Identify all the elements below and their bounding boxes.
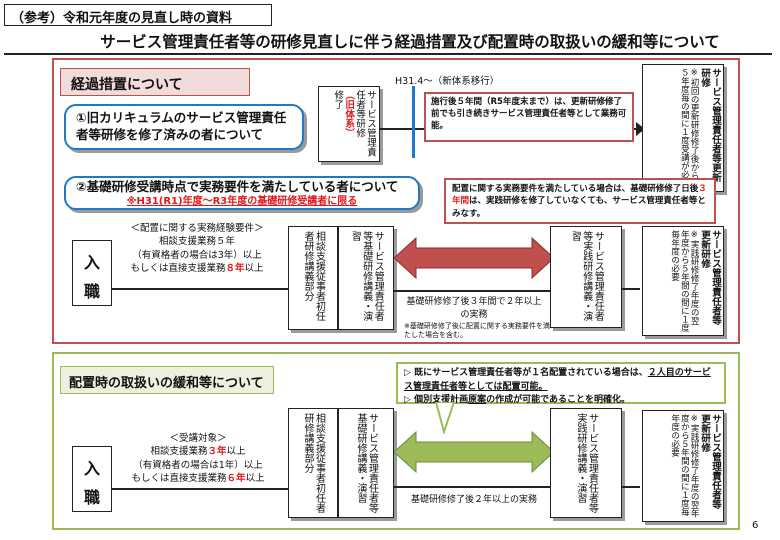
requirement-title-2: ＜受講対象＞ (169, 433, 227, 444)
relaxation-callout: ▷ 既にサービス管理責任者等が１名配置されている場合は、２人目のサービス管理責任… (396, 362, 726, 405)
basic-training-label-2: サービス管理責任者等基礎研修講義・演習 (355, 413, 378, 513)
h31-marker (412, 86, 415, 158)
old-system-tail: 修了 (332, 90, 344, 109)
requirement-line3a-2: もしくは直接支援業務 (131, 472, 227, 484)
initial-training-label-1: 相談支援従事者初任者研修講義部分 (302, 231, 325, 321)
practical-arrow-2 (622, 486, 640, 488)
bullet2-c: の作成が可能であることを明確化。 (486, 395, 631, 405)
case1-label: ①旧カリキュラムのサービス管理責任者等研修を修了済みの者について (64, 104, 304, 150)
note2-text-b: は、実践研修を修了していなくても、サービス管理責任者等とみなす。 (452, 196, 706, 219)
reference-tag: （参考）令和元年度の見直し時の資料 (4, 4, 272, 26)
update-training-label-1: サービス管理責任者等更新研修 (699, 68, 721, 182)
requirement-line3red-1: ８年 (225, 262, 245, 274)
practical-training-label-2: サービス管理責任者等実践研修講義・演習 (575, 413, 598, 513)
basic-training-box-2: サービス管理責任者等基礎研修講義・演習 (338, 408, 394, 518)
old-system-box: サービス管理責任者等研修 （旧体系） 修了 (318, 86, 380, 162)
case2-arrow-line (394, 290, 550, 292)
update-training-note-1: ※初回の更新研修修了後から５年度毎の間に１度受講が必要 (679, 68, 700, 187)
note2-text-red: ３年間 (452, 184, 707, 207)
old-system-label: サービス管理責任者等研修 (354, 90, 376, 157)
requirement-title-1: ＜配置に関する実務経験要件＞ (130, 223, 264, 234)
gap-note-1: ※基礎研修修了後に配置に関する実務要件を満たした場合を含む。 (404, 322, 550, 340)
bullet1-a: 既にサービス管理責任者等が１名配置されている場合は、 (414, 368, 648, 378)
case1-arrow-head (636, 122, 645, 136)
requirement-line3a-1: もしくは直接支援業務 (130, 262, 226, 274)
requirement-line2-2: （有資格者の場合は1年）以上 (133, 459, 263, 471)
requirement-line1red-2: ３年 (207, 446, 227, 458)
update-training-note-2: ※実践研修修了年度の翌年度から５年間の間に１度毎年度の必要 (669, 230, 700, 332)
update-training-box-3: サービス管理責任者等更新研修 ※実践研修修了年度の翌年度から５年間の間に１度毎年… (642, 410, 724, 522)
note2-callout: 配置に関する実務要件を満たしている場合は、基礎研修修了日後３年間は、実践研修を修… (444, 178, 716, 224)
bullet2-a: 個別支援計画 (414, 395, 469, 405)
case2-subtitle: ※H31(R1)年度～R3年度の基礎研修受講者に限る (126, 196, 358, 208)
update-training-note-3: ※実践研修修了年度の翌年度から５年間の間に１度毎年度の必要 (669, 414, 700, 518)
update-training-box-1: サービス管理責任者等更新研修 ※初回の更新研修修了後から５年度毎の間に１度受講が… (642, 64, 724, 192)
practical-training-box-1: サービス管理責任者等実践研修講義・演習 (550, 226, 622, 328)
hire-arrow-2 (112, 488, 288, 490)
section1-heading: 経過措置について (60, 68, 250, 96)
practical-training-box-2: サービス管理責任者等実践研修講義・演習 (550, 408, 622, 518)
note2-text-a: 配置に関する実務要件を満たしている場合は、基礎研修修了日後 (452, 184, 699, 194)
note1-callout: 施行後５年間（R5年度末まで）は、更新研修修了前でも引き続きサービス管理責任者等… (424, 92, 634, 142)
requirement-block-1: ＜配置に関する実務経験要件＞ 相談支援業務５年 （有資格者の場合は3年）以上 も… (112, 222, 282, 275)
old-system-sub: （旧体系） (343, 90, 355, 138)
case2-title: ②基礎研修受講時点で実務要件を満たしている者について (76, 179, 399, 194)
update-training-box-2: サービス管理責任者等更新研修 ※実践研修修了年度の翌年度から５年間の間に１度毎年… (642, 226, 724, 336)
case2-label: ②基礎研修受講時点で実務要件を満たしている者について ※H31(R1)年度～R3… (64, 176, 420, 210)
initial-training-label-2: 相談支援従事者初任者研修講義部分 (302, 413, 325, 513)
initial-training-box-2: 相談支援従事者初任者研修講義部分 (288, 408, 338, 518)
gap-text-2: 基礎研修修了後２年以上の実務 (410, 495, 537, 505)
requirement-block-2: ＜受講対象＞ 相談支援業務３年以上 （有資格者の場合は1年）以上 もしくは直接支… (112, 432, 284, 485)
bullet2-b: 原案 (468, 395, 487, 405)
h31-label: H31.4～（新体系移行） (395, 76, 500, 87)
hire-box-2: 入職 (72, 446, 112, 512)
title-underline (4, 53, 772, 55)
gap-text-1: 基礎研修修了後３年間で２年以上の実務 (406, 297, 542, 320)
practical-arrow-1 (622, 288, 640, 290)
callout-pointer-green (434, 402, 456, 434)
section2-heading: 配置時の取扱いの緩和等について (60, 366, 274, 394)
requirement-line1-1: 相談支援業務５年 (158, 236, 235, 248)
requirement-line1b-2: 以上 (226, 446, 246, 458)
update-training-label-2: サービス管理責任者等更新研修 (699, 230, 721, 325)
double-arrow-red (394, 236, 554, 280)
section1-frame (52, 58, 740, 344)
page-title: サービス管理責任者等の研修見直しに伴う経過措置及び配置時の取扱いの緩和等について (100, 33, 720, 51)
page-number: 6 (752, 520, 759, 531)
requirement-line3b-2: 以上 (245, 472, 265, 484)
section2-frame (52, 352, 740, 530)
practical-training-label-1: サービス管理責任者等実践研修講義・演習 (569, 231, 604, 321)
requirement-line3b-1: 以上 (244, 262, 264, 274)
hire-arrow-1 (112, 288, 288, 290)
requirement-line2-1: （有資格者の場合は3年）以上 (132, 249, 262, 261)
initial-training-box-1: 相談支援従事者初任者研修講義部分 (288, 226, 338, 330)
hire-box-1: 入職 (72, 240, 112, 306)
double-arrow-green (394, 430, 554, 474)
basic-training-label-1: サービス管理責任者等基礎研修講義・演習 (349, 231, 384, 321)
requirement-line1a-2: 相談支援業務 (150, 446, 208, 458)
bullet1-b: ２人目のサービス管理責任者等としては配置可能。 (404, 368, 711, 392)
section2-arrow-line (394, 486, 550, 488)
basic-training-box-1: サービス管理責任者等基礎研修講義・演習 (338, 226, 394, 330)
update-training-label-3: サービス管理責任者等更新研修 (699, 414, 721, 509)
requirement-line3red-2: ６年 (226, 472, 246, 484)
